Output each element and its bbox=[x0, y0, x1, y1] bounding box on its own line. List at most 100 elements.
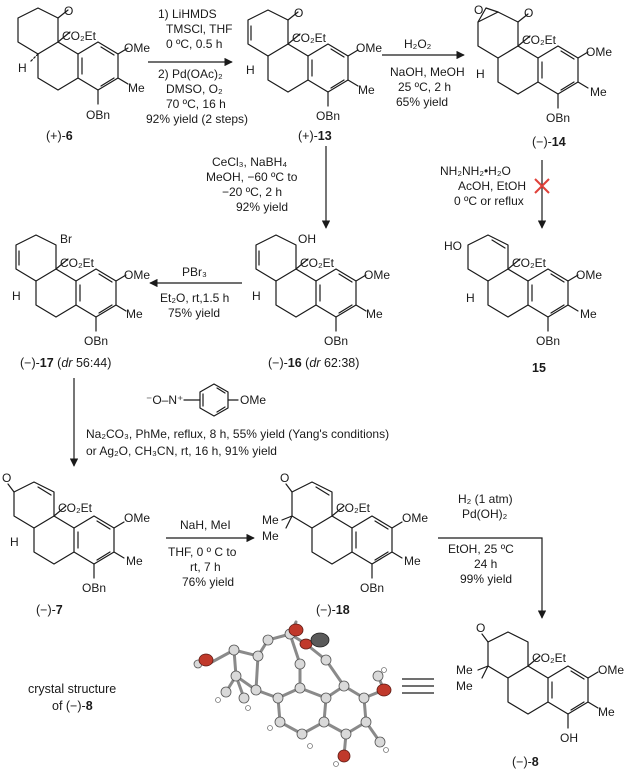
atom-br-17: Br bbox=[60, 232, 72, 246]
svg-text:−20 ºC, 2 h: −20 ºC, 2 h bbox=[222, 185, 282, 199]
atom-obn-14: OBn bbox=[546, 111, 570, 125]
atom-obn-16: OBn bbox=[324, 334, 348, 348]
svg-text:PBr₃: PBr₃ bbox=[182, 265, 207, 279]
label-6: (+)-6 bbox=[46, 129, 73, 143]
atom-ome-17: OMe bbox=[124, 268, 150, 282]
structure-18 bbox=[281, 481, 403, 579]
atom-o-14: O bbox=[524, 6, 533, 20]
svg-text:or Ag₂O, CH₃CN, rt, 16 h, 91%: or Ag₂O, CH₃CN, rt, 16 h, 91% yield bbox=[86, 444, 277, 458]
atom-me1-8: Me bbox=[456, 663, 473, 677]
label-14: (−)-14 bbox=[532, 135, 566, 149]
svg-text:NH₂NH₂•H₂O: NH₂NH₂•H₂O bbox=[440, 164, 511, 178]
structure-7 bbox=[7, 481, 125, 579]
atom-co2et-18: CO₂Et bbox=[336, 501, 371, 515]
atom-me-16: Me bbox=[366, 307, 383, 321]
svg-text:MeOH, −60 ºC to: MeOH, −60 ºC to bbox=[206, 170, 298, 184]
atom-me2-8: Me bbox=[456, 679, 473, 693]
atom-o-6: O bbox=[64, 4, 73, 18]
structure-14 bbox=[477, 7, 589, 109]
conditions-step6: Na₂CO₃, PhMe, reflux, 8 h, 55% yield (Ya… bbox=[86, 427, 389, 458]
svg-text:NaOH, MeOH: NaOH, MeOH bbox=[390, 65, 465, 79]
conditions-step3: NH₂NH₂•H₂O AcOH, EtOH 0 ºC or reflux bbox=[440, 164, 526, 208]
atom-obn-18: OBn bbox=[360, 581, 384, 595]
svg-text:H₂ (1 atm): H₂ (1 atm) bbox=[458, 492, 513, 506]
svg-text:25 ºC, 2 h: 25 ºC, 2 h bbox=[398, 80, 451, 94]
conditions-step1: 1) LiHMDS TMSCl, THF 0 ºC, 0.5 h 2) Pd(O… bbox=[146, 7, 248, 126]
svg-text:rt, 7 h: rt, 7 h bbox=[190, 560, 221, 574]
label-8: (−)-8 bbox=[512, 755, 539, 769]
crystal-structure-image bbox=[193, 620, 392, 767]
crystal-caption-line1: crystal structure bbox=[28, 682, 116, 696]
label-16: (−)-16 (dr 62:38) bbox=[268, 356, 359, 370]
svg-text:Na₂CO₃, PhMe, reflux, 8 h, 55%: Na₂CO₃, PhMe, reflux, 8 h, 55% yield (Ya… bbox=[86, 427, 389, 441]
atom-ome-15: OMe bbox=[576, 268, 602, 282]
atom-obn-17: OBn bbox=[84, 334, 108, 348]
arrow-step8 bbox=[438, 537, 547, 619]
atom-co2et-8: CO₂Et bbox=[532, 651, 567, 665]
conditions-step4: CeCl₃, NaBH₄ MeOH, −60 ºC to −20 ºC, 2 h… bbox=[206, 155, 298, 214]
atom-h-17: H bbox=[12, 289, 21, 303]
atom-co2et-6: CO₂Et bbox=[62, 29, 97, 43]
conditions-step2: H₂O₂ NaOH, MeOH 25 ºC, 2 h 65% yield bbox=[390, 37, 465, 109]
atom-o-13: O bbox=[294, 6, 303, 20]
atom-me-6: Me bbox=[128, 81, 145, 95]
conditions-step8: H₂ (1 atm) Pd(OH)₂ EtOH, 25 ºC 24 h 99% … bbox=[448, 492, 514, 586]
atom-ome-reagent: OMe bbox=[240, 393, 266, 407]
svg-text:Pd(OH)₂: Pd(OH)₂ bbox=[462, 507, 508, 521]
svg-text:92% yield: 92% yield bbox=[236, 200, 288, 214]
conditions-step7: NaH, MeI THF, 0 º C to rt, 7 h 76% yield bbox=[168, 518, 237, 589]
svg-text:THF, 0 º C to: THF, 0 º C to bbox=[168, 545, 237, 559]
atom-me2-18: Me bbox=[262, 529, 279, 543]
svg-text:0 ºC or reflux: 0 ºC or reflux bbox=[454, 194, 524, 208]
atom-o-8: O bbox=[476, 621, 485, 635]
svg-text:70 ºC, 16 h: 70 ºC, 16 h bbox=[166, 97, 226, 111]
equivalence-sign bbox=[402, 678, 434, 694]
svg-text:CeCl₃, NaBH₄: CeCl₃, NaBH₄ bbox=[212, 155, 287, 169]
atom-h-14: H bbox=[476, 67, 485, 81]
svg-text:TMSCl, THF: TMSCl, THF bbox=[166, 22, 232, 36]
atom-co2et-7: CO₂Et bbox=[58, 501, 93, 515]
svg-text:Et₂O, rt,1.5 h: Et₂O, rt,1.5 h bbox=[160, 291, 229, 305]
svg-text:99% yield: 99% yield bbox=[460, 572, 512, 586]
atom-co2et-14: CO₂Et bbox=[522, 33, 557, 47]
label-18: (−)-18 bbox=[316, 603, 350, 617]
atom-ome-8: OMe bbox=[598, 663, 624, 677]
label-17: (−)-17 (dr 56:44) bbox=[20, 356, 111, 370]
atom-ome-7: OMe bbox=[124, 511, 150, 525]
atom-obn-7: OBn bbox=[82, 581, 106, 595]
structure-17 bbox=[15, 234, 127, 332]
atom-ome-16: OMe bbox=[364, 268, 390, 282]
svg-text:92% yield (2 steps): 92% yield (2 steps) bbox=[146, 112, 248, 126]
failed-reaction-cross-icon bbox=[534, 178, 550, 194]
atom-h-16: H bbox=[252, 289, 261, 303]
svg-text:H₂O₂: H₂O₂ bbox=[404, 37, 432, 51]
atom-o-epoxide-14: O bbox=[474, 3, 483, 17]
crystal-caption-line2: of (−)-8 bbox=[52, 699, 93, 713]
atom-obn-15: OBn bbox=[536, 334, 560, 348]
atom-obn-13: OBn bbox=[316, 109, 340, 123]
svg-text:0 ºC, 0.5 h: 0 ºC, 0.5 h bbox=[166, 37, 222, 51]
label-13: (+)-13 bbox=[298, 129, 332, 143]
svg-text:AcOH, EtOH: AcOH, EtOH bbox=[458, 179, 526, 193]
atom-o-18: O bbox=[280, 471, 289, 485]
svg-text:DMSO, O₂: DMSO, O₂ bbox=[166, 82, 223, 96]
structure-16 bbox=[255, 234, 367, 332]
atom-me1-18: Me bbox=[262, 513, 279, 527]
structure-15 bbox=[467, 234, 579, 332]
atom-co2et-13: CO₂Et bbox=[292, 31, 327, 45]
atom-ome-13: OMe bbox=[356, 41, 382, 55]
atom-co2et-15: CO₂Et bbox=[512, 256, 547, 270]
svg-text:76% yield: 76% yield bbox=[182, 575, 234, 589]
atom-h-15: H bbox=[466, 291, 475, 305]
atom-me-7: Me bbox=[126, 554, 143, 568]
atom-o-7: O bbox=[2, 471, 11, 485]
conditions-step5: PBr₃ Et₂O, rt,1.5 h 75% yield bbox=[160, 265, 229, 320]
atom-n-oxide: ⁻O–N⁺ bbox=[146, 393, 183, 407]
structure-8 bbox=[477, 631, 599, 729]
atom-ome-14: OMe bbox=[586, 45, 612, 59]
svg-text:1) LiHMDS: 1) LiHMDS bbox=[158, 7, 217, 21]
label-15: 15 bbox=[532, 361, 546, 375]
atom-ome-18: OMe bbox=[402, 511, 428, 525]
svg-text:24 h: 24 h bbox=[474, 557, 497, 571]
